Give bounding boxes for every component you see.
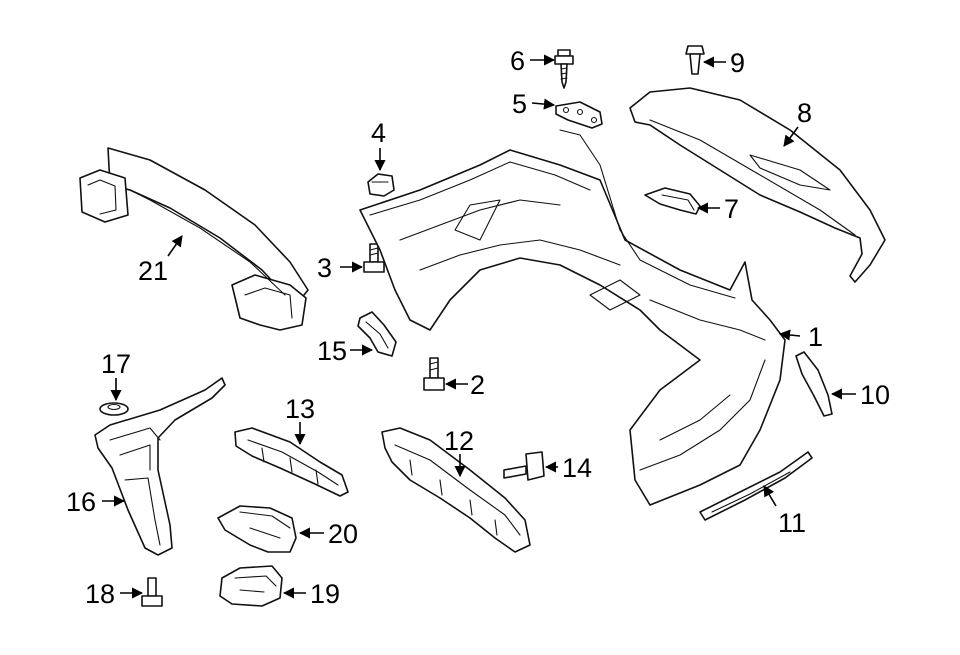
part-14-sensor-bracket[interactable] (503, 451, 545, 481)
callout-10: 10 (860, 380, 890, 410)
part-3-bolt[interactable] (363, 243, 385, 273)
part-7-bracket[interactable] (644, 187, 701, 215)
callout-2: 2 (470, 370, 485, 400)
part-13-bracket[interactable] (234, 427, 349, 497)
callout-15: 15 (317, 336, 347, 366)
part-11-reflector-strip[interactable] (699, 451, 813, 521)
part-15-bracket[interactable] (357, 311, 397, 357)
part-6-screw[interactable] (554, 49, 574, 89)
leader-lines (102, 54, 856, 599)
callout-16: 16 (66, 487, 96, 517)
callout-7: 7 (724, 194, 739, 224)
part-9-push-pin[interactable] (685, 45, 705, 75)
callout-4: 4 (371, 118, 386, 148)
leader-5 (531, 98, 556, 110)
callout-20: 20 (328, 519, 358, 549)
callout-1: 1 (808, 322, 823, 352)
callout-5: 5 (512, 89, 527, 119)
part-16-side-bracket[interactable] (94, 377, 226, 556)
callout-11: 11 (778, 508, 806, 538)
callout-3: 3 (317, 253, 332, 283)
callout-17: 17 (101, 349, 131, 379)
part-18-push-pin[interactable] (141, 577, 163, 607)
callout-8: 8 (797, 98, 812, 128)
part-17-grommet[interactable] (99, 402, 129, 416)
leader-11 (763, 485, 777, 507)
part-12-absorber-bracket[interactable] (381, 427, 531, 553)
callout-19: 19 (310, 579, 340, 609)
part-4-clip[interactable] (367, 173, 395, 197)
part-21-reinforcement-beam[interactable] (79, 147, 309, 331)
callout-13: 13 (285, 394, 315, 424)
callout-6: 6 (510, 46, 525, 76)
callout-12: 12 (444, 426, 474, 456)
leader-21 (167, 235, 183, 257)
part-5-plate[interactable] (555, 101, 603, 129)
part-1-bumper-cover[interactable] (359, 129, 786, 506)
callout-18: 18 (85, 579, 115, 609)
leader-8 (783, 126, 799, 147)
leader-1 (778, 329, 801, 341)
part-2-bolt[interactable] (423, 357, 445, 391)
callout-9: 9 (730, 48, 745, 78)
callout-labels: 1 2 3 4 5 6 7 8 9 10 11 12 13 14 15 16 1… (66, 46, 890, 609)
callout-21: 21 (138, 256, 168, 286)
part-10-trim-strip[interactable] (795, 351, 833, 417)
part-19-bracket[interactable] (219, 565, 283, 607)
callout-14: 14 (562, 453, 592, 483)
part-20-bracket[interactable] (217, 505, 297, 553)
part-8-diffuser[interactable] (629, 87, 886, 283)
